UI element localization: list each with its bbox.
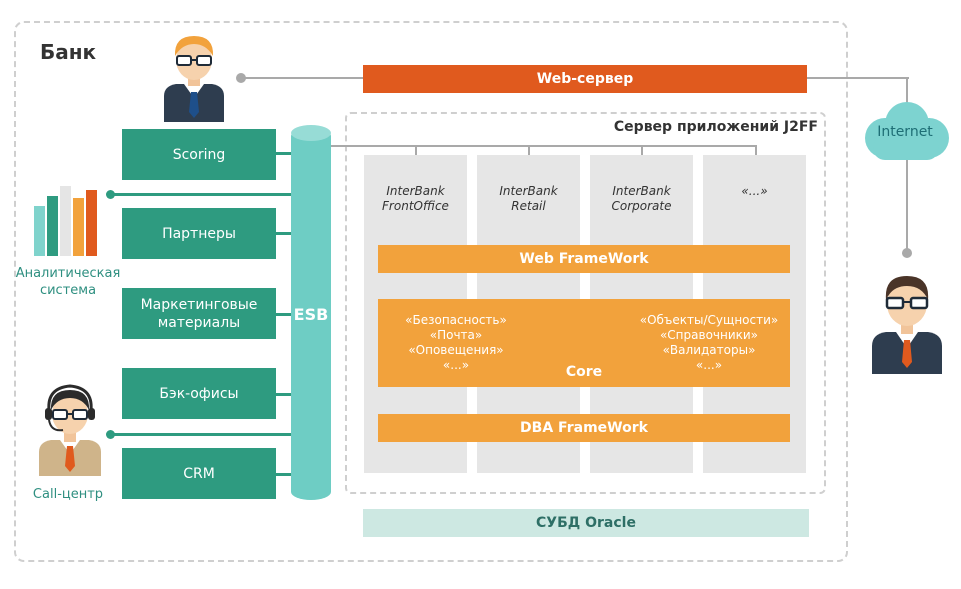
web-server-bar: Web-сервер [363,65,807,93]
dbms-bar: СУБД Oracle [363,509,809,537]
core-left-item: «Безопасность» [405,313,507,327]
analytics-esb-link [110,193,294,196]
admin-connector-dot [236,73,246,83]
app-tick-3 [641,145,643,157]
app-tick-1 [415,145,417,157]
callcenter-esb-link [110,433,294,436]
app-label-corporate: InterBank Corporate [590,184,693,214]
app-server-boundary [345,112,826,494]
backoffice-esb-link [276,393,294,396]
bank-title: Банк [40,40,97,64]
esb-cylinder [291,128,331,500]
internet-cloud-icon [865,102,949,160]
call-center-person-icon [39,384,101,476]
core-left-item: «Почта» [429,328,483,342]
dba-framework-bar: DBA FrameWork [378,414,790,442]
core-left-item: «...» [442,358,470,372]
internet-label: Internet [877,124,933,140]
callcenter-connector-dot [106,430,115,439]
app-label-retail: InterBank Retail [477,184,580,214]
admin-to-webserver-line [240,77,364,79]
app-tick-2 [528,145,530,157]
esb-label: ESB [293,305,329,324]
app-label-other: «...» [703,184,806,199]
core-box: «Безопасность» «Почта» «Оповещения» «...… [378,299,790,387]
analytics-connector-dot [106,190,115,199]
crm-esb-link [276,473,294,476]
app-server-title: Сервер приложений J2FF [613,119,818,135]
analytics-label: Аналитическая система [15,266,121,298]
app-label-line2: Retail [511,199,546,213]
partners-box: Партнеры [122,208,276,259]
core-title: Core [565,364,603,380]
app-label-line2: Corporate [611,199,672,213]
bank-boundary [14,21,848,562]
internet-user-icon [872,276,942,374]
app-label-frontoffice: InterBank FrontOffice [364,184,467,214]
marketing-box: Маркетинговые материалы [122,288,276,339]
analytics-chart-icon [34,186,97,256]
backoffice-box: Бэк-офисы [122,368,276,419]
internet-to-user-line [906,77,908,253]
marketing-esb-link [276,313,294,316]
web-framework-bar: Web FrameWork [378,245,790,273]
core-right-item: «...» [695,358,723,372]
app-label-line1: «...» [741,184,768,198]
app-tick-4 [755,145,757,157]
core-right-item: «Объекты/Сущности» [639,313,779,327]
app-label-line1: InterBank [386,184,445,198]
core-left-item: «Оповещения» [408,343,504,357]
partners-esb-link [276,232,294,235]
core-right-item: «Валидаторы» [662,343,756,357]
webserver-to-internet-line [806,77,909,79]
call-center-label: Call-центр [32,487,104,502]
scoring-box: Scoring [122,129,276,180]
core-right-list: «Объекты/Сущности» «Справочники» «Валида… [634,313,784,373]
app-label-line1: InterBank [612,184,671,198]
app-label-line1: InterBank [499,184,558,198]
admin-person-icon [164,36,224,122]
esb-to-apps-line [330,145,757,147]
esb-cylinder-top [291,125,331,141]
app-label-line2: FrontOffice [382,199,449,213]
user-connector-dot [902,248,912,258]
scoring-esb-link [276,152,294,155]
crm-box: CRM [122,448,276,499]
core-left-list: «Безопасность» «Почта» «Оповещения» «...… [386,313,526,373]
core-right-item: «Справочники» [659,328,759,342]
